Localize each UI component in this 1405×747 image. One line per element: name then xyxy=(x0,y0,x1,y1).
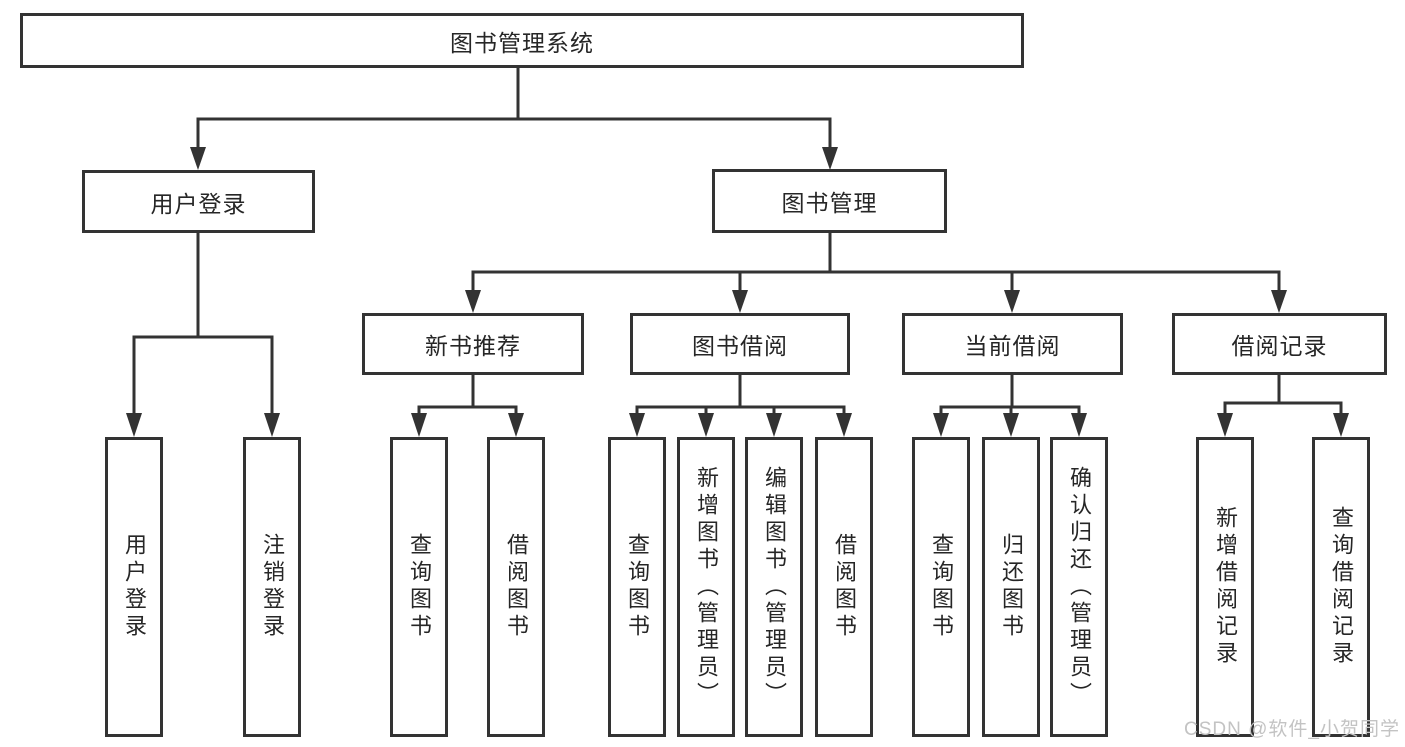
connector-current-borrowing-to-children xyxy=(933,375,1087,437)
node-book-management: 图书管理 xyxy=(712,169,947,233)
leaf-query-book-borrowing: 查询图书 xyxy=(608,437,666,737)
leaf-user-login: 用户登录 xyxy=(105,437,163,737)
leaf-edit-book-admin: 编辑图书（管理员） xyxy=(745,437,803,737)
leaf-borrow-book-recommend-label: 借阅图书 xyxy=(504,533,529,641)
leaf-add-book-admin-label: 新增图书（管理员） xyxy=(694,465,719,709)
leaf-edit-book-admin-label: 编辑图书（管理员） xyxy=(762,465,787,709)
leaf-query-borrow-record-label: 查询借阅记录 xyxy=(1329,506,1354,668)
leaf-borrow-book-borrowing-label: 借阅图书 xyxy=(832,533,857,641)
leaf-add-borrow-record-label: 新增借阅记录 xyxy=(1213,506,1238,668)
node-current-borrowing: 当前借阅 xyxy=(902,313,1123,375)
node-user-login: 用户登录 xyxy=(82,170,315,233)
leaf-user-login-label: 用户登录 xyxy=(122,533,147,641)
leaf-logout-login: 注销登录 xyxy=(243,437,301,737)
connector-new-book-to-children xyxy=(411,375,524,437)
node-borrowing-records: 借阅记录 xyxy=(1172,313,1387,375)
leaf-query-book-current-label: 查询图书 xyxy=(929,533,954,641)
leaf-borrow-book-borrowing: 借阅图书 xyxy=(815,437,873,737)
node-new-book-recommend: 新书推荐 xyxy=(362,313,584,375)
leaf-return-book-label: 归还图书 xyxy=(999,533,1024,641)
leaf-add-borrow-record: 新增借阅记录 xyxy=(1196,437,1254,737)
leaf-query-book-recommend-label: 查询图书 xyxy=(407,533,432,641)
connector-book-borrowing-to-children xyxy=(629,375,852,437)
leaf-query-book-borrowing-label: 查询图书 xyxy=(625,533,650,641)
connector-root-to-level2 xyxy=(190,68,838,170)
leaf-query-book-recommend: 查询图书 xyxy=(390,437,448,737)
connector-user-login-to-children xyxy=(126,233,280,437)
leaf-confirm-return-admin-label: 确认归还（管理员） xyxy=(1067,465,1092,709)
leaf-add-book-admin: 新增图书（管理员） xyxy=(677,437,735,737)
csdn-watermark: CSDN @软件_小贺同学 xyxy=(1184,719,1400,740)
leaf-query-book-current: 查询图书 xyxy=(912,437,970,737)
leaf-logout-login-label: 注销登录 xyxy=(260,533,285,641)
leaf-borrow-book-recommend: 借阅图书 xyxy=(487,437,545,737)
connector-book-management-to-level3 xyxy=(465,233,1287,313)
leaf-confirm-return-admin: 确认归还（管理员） xyxy=(1050,437,1108,737)
node-root: 图书管理系统 xyxy=(20,13,1024,68)
leaf-return-book: 归还图书 xyxy=(982,437,1040,737)
leaf-query-borrow-record: 查询借阅记录 xyxy=(1312,437,1370,737)
connector-borrowing-records-to-children xyxy=(1217,375,1349,437)
node-book-borrowing: 图书借阅 xyxy=(630,313,850,375)
